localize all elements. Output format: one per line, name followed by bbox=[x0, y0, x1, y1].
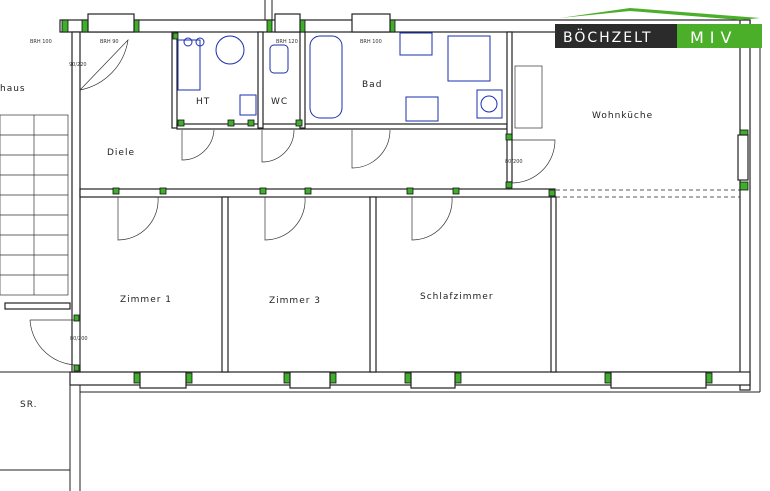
room-stairwell: haus bbox=[0, 84, 26, 94]
room-labels: haus Diele HT WC Bad Wohnküche Zimmer 1 … bbox=[0, 80, 653, 410]
windows: BRH 90 BRH 100 BRH 120 BRH 100 90/220 80… bbox=[30, 13, 749, 389]
staircase bbox=[0, 114, 71, 310]
door-size: 80/200 bbox=[70, 336, 88, 342]
doors bbox=[29, 38, 556, 366]
wall-markers bbox=[61, 19, 749, 384]
room-diele: Diele bbox=[107, 148, 135, 158]
room-wohnkueche: Wohnküche bbox=[592, 111, 653, 121]
room-zimmer-3: Zimmer 3 bbox=[269, 296, 321, 306]
window-label: BRH 120 bbox=[276, 39, 298, 45]
logo-text-right: MIV bbox=[690, 28, 737, 47]
room-wc: WC bbox=[271, 97, 288, 107]
door-size: 90/220 bbox=[69, 62, 87, 68]
room-zimmer-1: Zimmer 1 bbox=[120, 295, 172, 305]
window-label: BRH 100 bbox=[30, 39, 52, 45]
logo-text-left: BÖCHZELT bbox=[563, 28, 653, 46]
company-logo: BÖCHZELT MIV bbox=[555, 8, 762, 48]
room-bad: Bad bbox=[362, 80, 382, 90]
room-sr: SR. bbox=[20, 400, 38, 410]
room-ht: HT bbox=[196, 97, 210, 107]
sanitary-fixtures bbox=[177, 32, 543, 129]
room-schlafzimmer: Schlafzimmer bbox=[420, 292, 494, 302]
window-label: BRH 100 bbox=[360, 39, 382, 45]
window-label: BRH 90 bbox=[100, 39, 119, 45]
door-size: 80/200 bbox=[505, 159, 523, 165]
